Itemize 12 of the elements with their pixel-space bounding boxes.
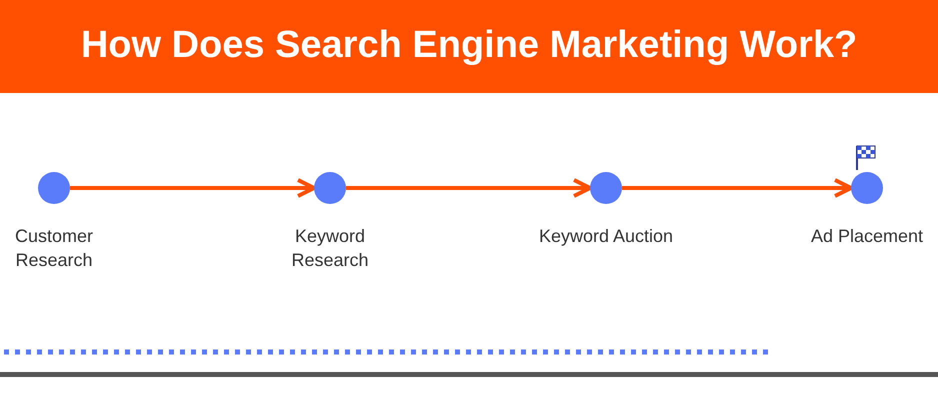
step-label: Keyword Auction: [538, 225, 674, 248]
step-label: Customer Research: [14, 225, 94, 272]
arrow: [622, 178, 853, 198]
arrow: [346, 178, 592, 198]
step-circle: [590, 172, 622, 204]
arrow: [70, 178, 316, 198]
step-label: Keyword Research: [290, 225, 370, 272]
step-circle: [38, 172, 70, 204]
step-circle: [851, 172, 883, 204]
title: How Does Search Engine Marketing Work?: [80, 23, 858, 68]
step-circle: [314, 172, 346, 204]
step-label: Ad Placement: [810, 225, 924, 248]
